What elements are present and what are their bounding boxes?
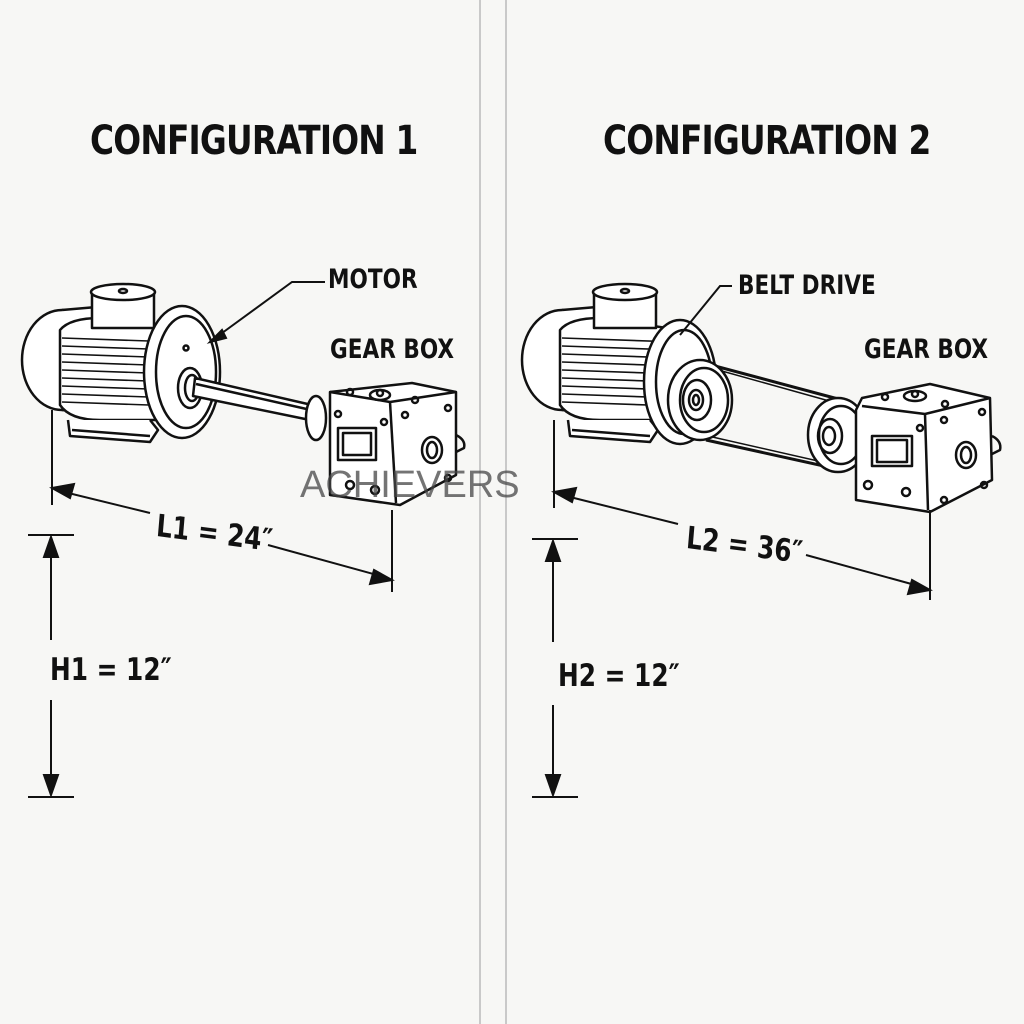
drive-shaft-icon	[191, 376, 328, 442]
h1-dimension-label: H1 = 12″	[50, 652, 172, 688]
gearbox-icon	[328, 381, 466, 507]
l1-dimension-line	[49, 410, 395, 592]
watermark-text: ACHIEVERS	[300, 464, 520, 506]
h2-dimension-label: H2 = 12″	[558, 658, 680, 694]
h1-dimension-line	[28, 533, 74, 799]
configuration-2-title: CONFIGURATION 2	[603, 118, 931, 164]
belt-drive-leader-line	[679, 285, 732, 336]
motor-label: MOTOR	[328, 264, 418, 295]
configuration-1-title: CONFIGURATION 1	[90, 118, 418, 164]
h2-dimension-line	[532, 537, 578, 799]
gearbox-label-1: GEAR BOX	[330, 334, 455, 365]
motor-leader-line	[206, 281, 325, 344]
drive-pulley-icon	[666, 358, 734, 442]
panel-divider-right	[505, 0, 507, 1024]
l2-dimension-line	[551, 420, 933, 600]
belt-drive-label: BELT DRIVE	[738, 270, 876, 301]
driven-pulley-icon	[806, 396, 870, 474]
panel-divider-left	[479, 0, 481, 1024]
gearbox-label-2: GEAR BOX	[864, 334, 989, 365]
motor-icon	[20, 282, 222, 444]
gearbox-icon	[854, 382, 1002, 514]
